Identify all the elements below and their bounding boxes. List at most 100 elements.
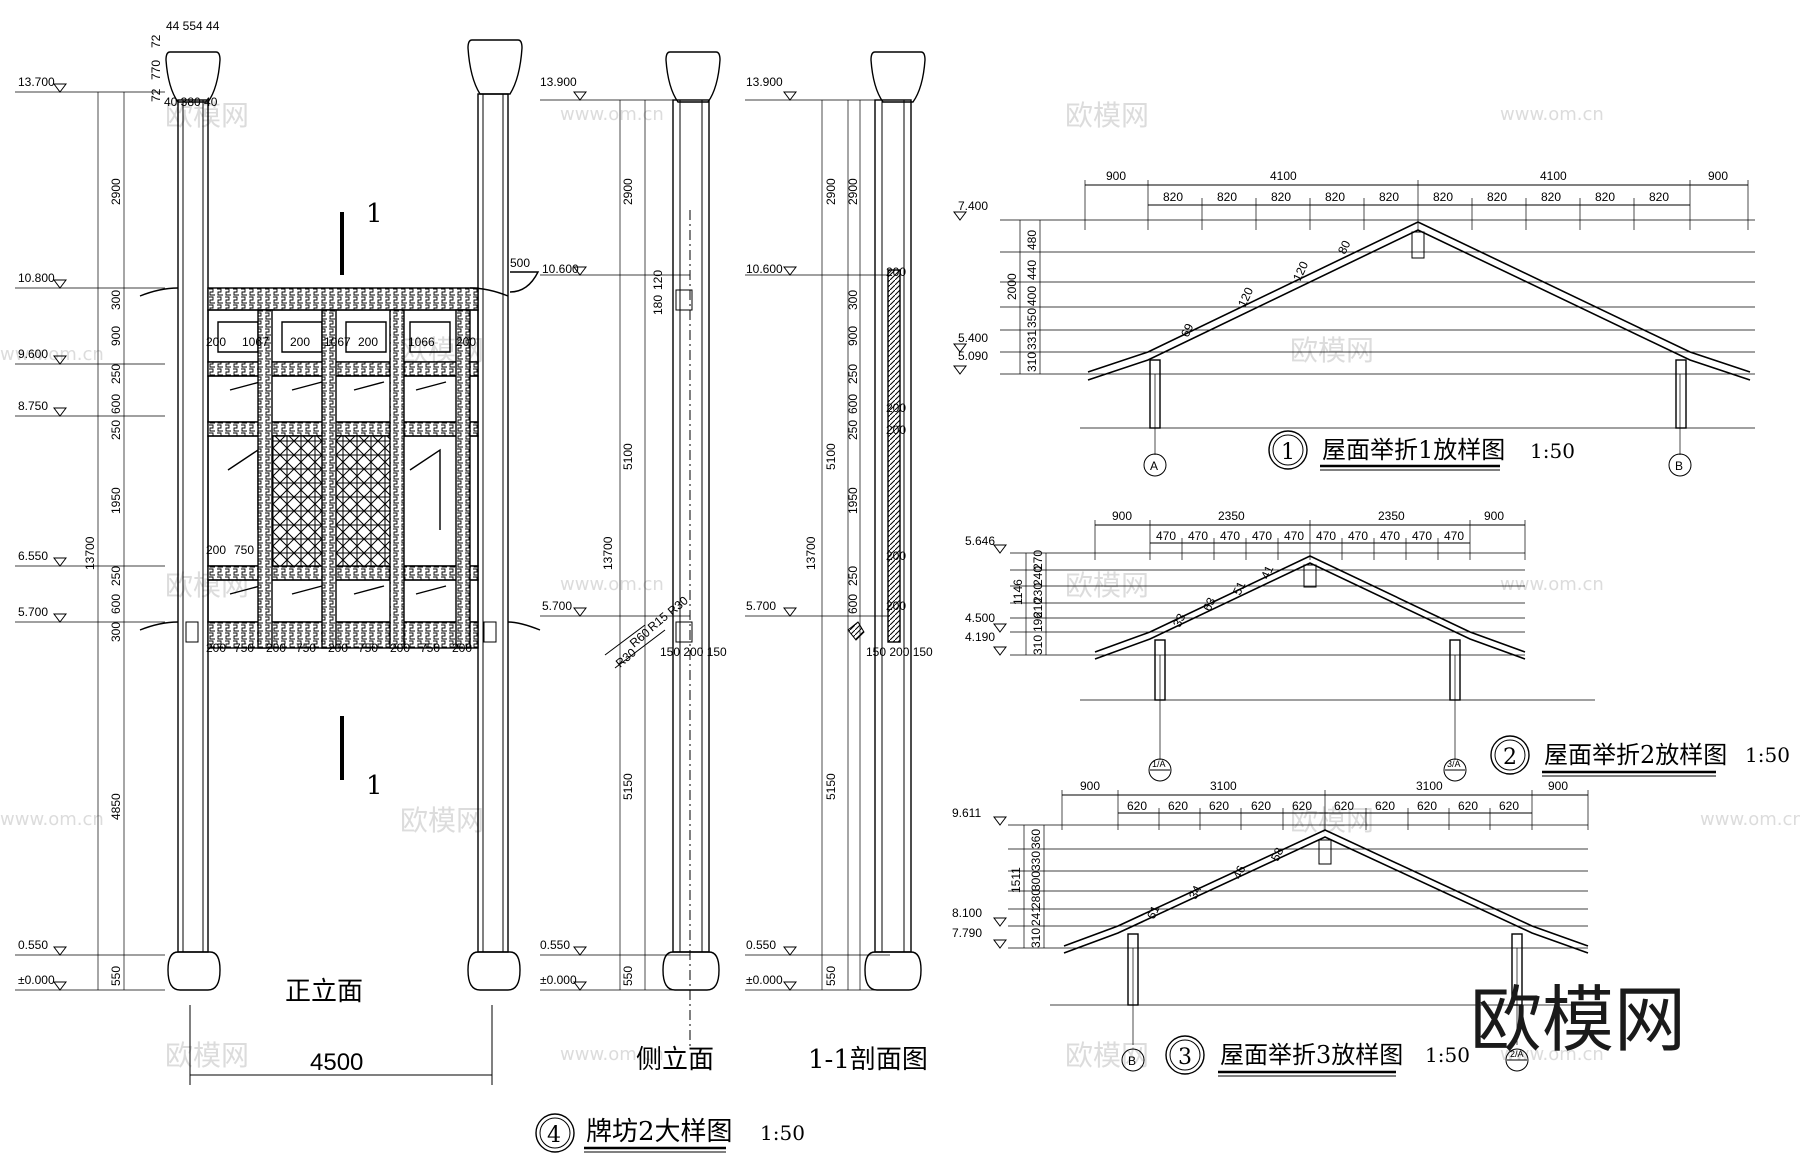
elevation-label: 7.400: [958, 199, 988, 213]
side-elevation: [540, 51, 721, 1050]
rise-dim: 230: [1031, 583, 1045, 603]
rise-dim: 330: [1029, 851, 1043, 871]
elevation-label: 9.611: [952, 806, 981, 820]
title-text: 屋面举折3放样图: [1220, 1041, 1403, 1069]
slope-label: 63: [1200, 595, 1218, 613]
elevation-label: 4.190: [965, 630, 995, 644]
elevation-label: 8.750: [18, 399, 48, 413]
bay-dim: 470: [1348, 529, 1368, 543]
elevation-label: 13.900: [540, 75, 577, 89]
roof-2-drawing: [993, 520, 1595, 782]
top-dim: 72: [149, 88, 163, 102]
bay-dim: 200: [206, 335, 226, 349]
elevation-label: 5.700: [542, 599, 572, 613]
slope-label: 80: [1335, 238, 1353, 256]
watermark: www.om.cn: [1500, 574, 1604, 595]
roof-1-text: 900 4100 4100 900 820 820 820 820 820 82…: [958, 169, 1728, 473]
bay-dim: 470: [1412, 529, 1432, 543]
bay-dim: 200: [390, 641, 410, 655]
title-number: 3: [1178, 1045, 1192, 1070]
dimension: 300: [109, 622, 123, 642]
overall-width: 4500: [310, 1049, 363, 1076]
title-scale: 1:50: [1530, 439, 1575, 463]
bay-dim: 620: [1458, 799, 1478, 813]
rise-dim: 360: [1029, 829, 1043, 849]
title-number: 1: [1281, 440, 1295, 465]
bay-dim: 750: [234, 543, 254, 557]
axis-label: 2/A: [1510, 1049, 1524, 1059]
bay-dim: 470: [1444, 529, 1464, 543]
watermark: 欧模网: [1065, 1039, 1149, 1072]
bay-dim: 470: [1316, 529, 1336, 543]
frame: [139, 271, 541, 649]
elevation-lines: [15, 91, 165, 991]
elevation-markers: [53, 83, 67, 991]
elevation-label: ±0.000: [746, 973, 783, 987]
axis-label: B: [1675, 459, 1683, 473]
dimension: 250: [846, 420, 860, 440]
bay-dim: 470: [1188, 529, 1208, 543]
dimension: 13700: [601, 536, 615, 570]
dimension: 550: [824, 966, 838, 986]
dimension: 2900: [109, 178, 123, 205]
dimension: 250: [109, 420, 123, 440]
slope-label: 69: [1178, 321, 1196, 339]
rise-dim: 196: [1031, 612, 1045, 632]
bay-dim: 200: [358, 335, 378, 349]
roof-2-text: 900 2350 2350 900 470 470 470 470 470 47…: [965, 509, 1790, 777]
dimension: 4850: [109, 793, 123, 820]
span-dim: 4100: [1540, 169, 1567, 183]
dimension: 550: [621, 966, 635, 986]
brand-watermark: 欧模网: [1470, 978, 1686, 1062]
section-mark-number: 1: [366, 771, 383, 801]
watermark: www.om.cn: [1700, 809, 1800, 830]
watermark: www.om.cn: [560, 574, 664, 595]
dimension: 900: [846, 326, 860, 346]
bay-dim: 820: [1271, 190, 1291, 204]
title-scale: 1:50: [760, 1121, 805, 1145]
bay-dim: 470: [1156, 529, 1176, 543]
elevation-label: 5.646: [965, 534, 995, 548]
elevation-label: ±0.000: [18, 973, 55, 987]
bay-dim: 750: [234, 641, 254, 655]
title-scale: 1:50: [1745, 743, 1790, 767]
main-title: 4 牌坊2大样图 1:50: [535, 1113, 805, 1153]
dimension: 250: [109, 566, 123, 586]
rise-dim: 270: [1031, 550, 1045, 570]
bay-dim: 1067: [242, 335, 269, 349]
base-dim: 150 200 150: [866, 645, 933, 659]
roof-3-text: 900 3100 3100 900 620 620 620 620 620 62…: [952, 779, 1568, 1077]
bay-dim: 470: [1252, 529, 1272, 543]
dimension: 250: [846, 566, 860, 586]
elevation-label: 10.600: [542, 262, 579, 276]
base-dim: 150 200 150: [660, 645, 727, 659]
elevation-label: 9.600: [18, 347, 48, 361]
bay-dim: 820: [1325, 190, 1345, 204]
slope-label: 61: [1144, 903, 1162, 921]
span-dim: 900: [1112, 509, 1132, 523]
dimension: 300: [846, 290, 860, 310]
slope-label: 46: [1230, 863, 1248, 881]
bay-dim: 1067: [324, 335, 351, 349]
total-rise: 1146: [1011, 579, 1025, 605]
section-mark-number: 1: [366, 199, 383, 229]
elevation-label: 4.500: [965, 611, 995, 625]
elevation-label: 5.700: [746, 599, 776, 613]
beam-dim: 200: [886, 265, 906, 279]
dimension: 600: [846, 594, 860, 614]
bay-dim: 750: [296, 641, 316, 655]
elevation-label: 13.900: [746, 75, 783, 89]
top-dim: 72: [149, 34, 163, 48]
span-dim: 2350: [1218, 509, 1245, 523]
beam-dim: 200: [886, 401, 906, 415]
bay-dim: 750: [358, 641, 378, 655]
slope-label: 51: [1230, 579, 1248, 597]
axis-label: 1/A: [1152, 759, 1166, 769]
front-elevation-text: 13.700 10.800 9.600 8.750 6.550 5.700 0.…: [18, 19, 530, 1076]
bay-dim: 200: [206, 543, 226, 557]
bay-dim: 620: [1334, 799, 1354, 813]
elevation-label: 0.550: [18, 938, 48, 952]
rise-dim: 310: [1031, 635, 1045, 655]
bay-dim: 470: [1380, 529, 1400, 543]
